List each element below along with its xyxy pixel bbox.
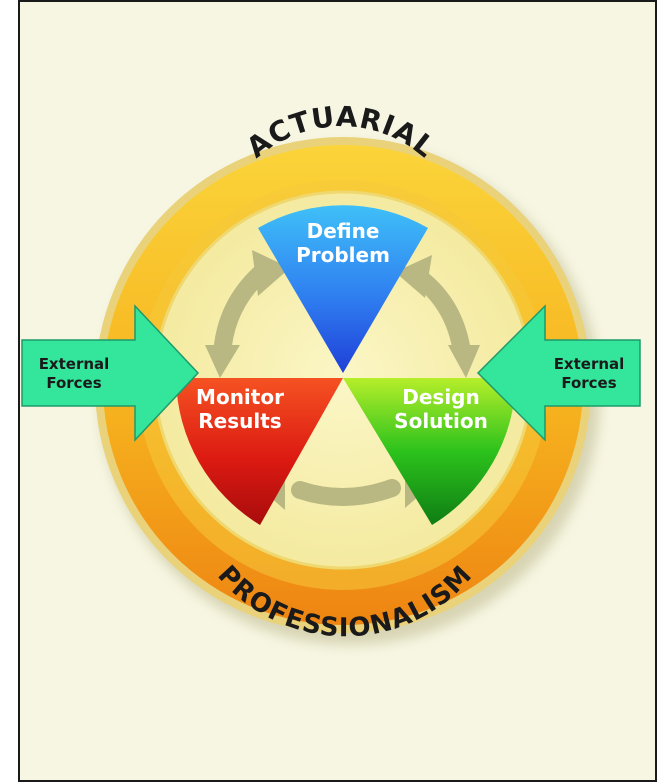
external-forces-left-arrow (21, 304, 200, 442)
arrow-design-to-monitor (291, 479, 401, 506)
monitor-label-line1: Monitor (196, 385, 284, 409)
external-forces-right-line2: Forces (561, 374, 616, 392)
arrowhead-design-top (448, 345, 480, 378)
external-forces-right-line1: External (554, 355, 625, 373)
define-label-line1: Define (307, 219, 380, 243)
design-label-line1: Design (402, 385, 479, 409)
wedge-define-problem (258, 205, 428, 373)
external-forces-left-line1: External (39, 355, 110, 373)
arrowhead-define-left (252, 250, 290, 296)
arrowhead-monitor-top (205, 345, 240, 378)
monitor-label-line2: Results (198, 409, 281, 433)
external-forces-left-line2: Forces (46, 374, 101, 392)
wedge-monitor-results (176, 378, 343, 525)
arrowhead-define-right (395, 255, 432, 298)
design-label-line2: Solution (394, 409, 488, 433)
define-label-line2: Problem (296, 243, 390, 267)
external-forces-right-arrow (476, 304, 641, 442)
wedge-design-solution (343, 378, 516, 525)
